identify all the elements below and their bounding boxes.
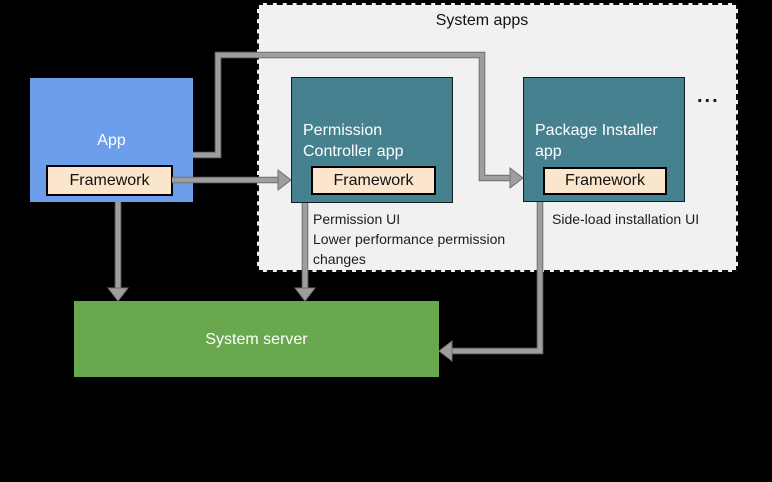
package-installer-framework-box: Framework xyxy=(543,167,667,195)
system-apps-title: System apps xyxy=(435,12,529,29)
app-framework-box: Framework xyxy=(46,165,173,196)
package-installer-title: Package Installer app xyxy=(535,122,658,160)
permission-controller-note-line2: Lower performance permission changes xyxy=(313,231,506,267)
system-server-title: System server xyxy=(205,330,308,348)
permission-controller-framework-label: Framework xyxy=(333,171,414,189)
permission-controller-title: Permission Controller app xyxy=(303,122,404,160)
permission-controller-note: Permission UI Lower performance permissi… xyxy=(313,209,528,269)
permission-controller-note-line1: Permission UI xyxy=(313,211,401,227)
package-installer-framework-label: Framework xyxy=(564,172,645,189)
arrowhead-package-installer-to-system-server xyxy=(438,339,453,363)
more-apps-ellipsis: ... xyxy=(697,85,720,107)
package-installer-note: Side-load installation UI xyxy=(552,211,700,227)
arrowhead-app-to-system-server xyxy=(106,287,130,302)
app-title: App xyxy=(97,132,126,149)
arrowhead-permission-controller-to-system-server xyxy=(293,287,317,302)
app-framework-label: Framework xyxy=(69,171,150,189)
system-server-box: System server xyxy=(74,301,439,377)
permission-controller-framework-box: Framework xyxy=(311,166,436,195)
